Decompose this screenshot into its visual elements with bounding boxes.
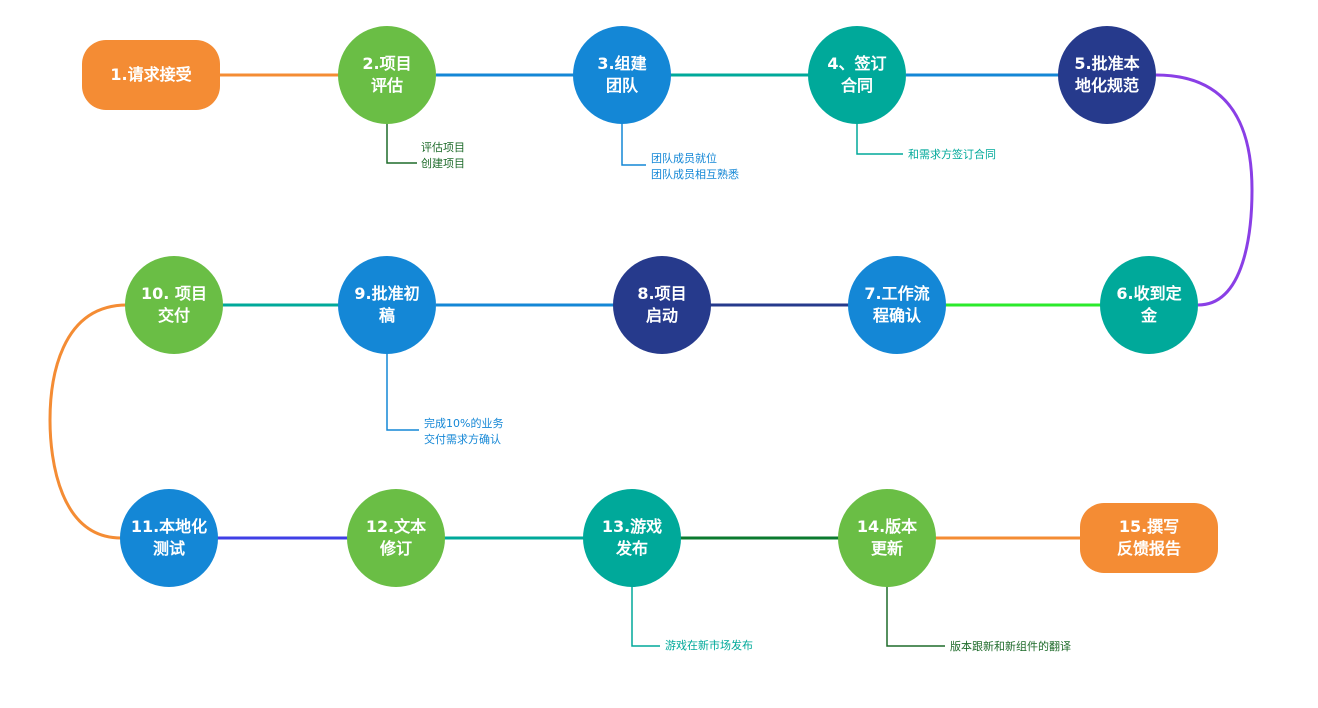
step-15-node[interactable]: 15.撰写 反馈报告 [1080,503,1218,573]
callout-line-3 [621,120,646,166]
callout-line-13 [631,584,660,647]
step-15-label: 15.撰写 反馈报告 [1116,517,1181,558]
step-6-label: 6.收到定 金 [1116,284,1182,325]
step-2-node[interactable]: 2.项目 评估 [338,26,436,124]
step-12-label: 12.文本 修订 [365,517,427,558]
step-7-label: 7.工作流 程确认 [864,284,930,325]
callout-line-2 [386,120,417,164]
step-3-node[interactable]: 3.组建 团队 [573,26,671,124]
step-13-node[interactable]: 13.游戏 发布 [583,489,681,587]
step-14-node[interactable]: 14.版本 更新 [838,489,936,587]
step-1-label: 1.请求接受 [110,65,192,84]
step-5-node[interactable]: 5.批准本 地化规范 [1058,26,1156,124]
note-step-13: 游戏在新市场发布 [665,639,753,652]
step-11-node[interactable]: 11.本地化 测试 [120,489,218,587]
step-9-label: 9.批准初 稿 [354,284,420,325]
step-9-node[interactable]: 9.批准初 稿 [338,256,436,354]
note-step-4: 和需求方签订合同 [908,148,996,161]
step-14-label: 14.版本 更新 [856,517,918,558]
step-11-label: 11.本地化 测试 [130,517,208,558]
step-7-node[interactable]: 7.工作流 程确认 [848,256,946,354]
step-5-label: 5.批准本 地化规范 [1074,54,1140,95]
step-4-node[interactable]: 4、签订 合同 [808,26,906,124]
note-step-2: 评估项目 创建项目 [421,141,465,170]
step-13-label: 13.游戏 发布 [601,517,663,558]
connector-10-11 [48,303,128,540]
note-step-9: 完成10%的业务 交付需求方确认 [424,417,504,446]
step-10-label: 10. 项目 交付 [141,284,207,325]
callout-line-14 [886,584,945,647]
step-6-node[interactable]: 6.收到定 金 [1100,256,1198,354]
step-1-node[interactable]: 1.请求接受 [82,40,220,110]
step-10-node[interactable]: 10. 项目 交付 [125,256,223,354]
note-step-3: 团队成员就位 团队成员相互熟悉 [651,152,739,181]
callout-line-4 [856,120,903,155]
step-4-label: 4、签订 合同 [827,54,887,95]
step-12-node[interactable]: 12.文本 修订 [347,489,445,587]
note-step-14: 版本跟新和新组件的翻译 [950,640,1071,653]
step-2-label: 2.项目 评估 [362,54,412,95]
callout-line-9 [386,350,419,431]
step-8-node[interactable]: 8.项目 启动 [613,256,711,354]
connector-5-6 [1155,73,1254,307]
step-3-label: 3.组建 团队 [597,54,647,95]
step-8-label: 8.项目 启动 [637,284,687,325]
